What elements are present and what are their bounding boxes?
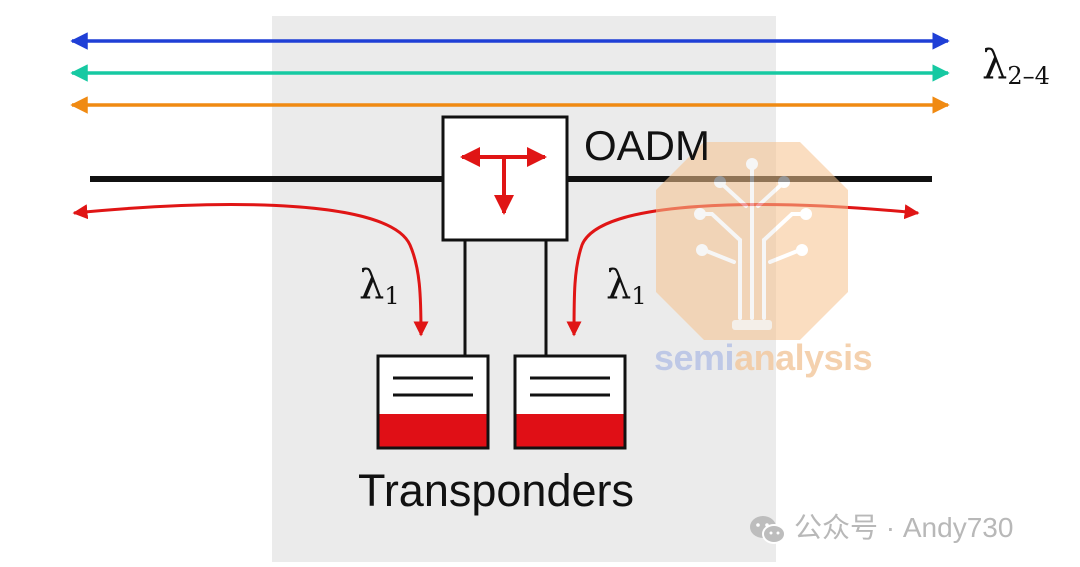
brand-watermark: semianalysis [654, 337, 873, 379]
lambda-through-label: λ2–4 [982, 42, 1050, 90]
oadm-box [441, 115, 569, 242]
lambda-drop-left-label: λ1 [359, 262, 400, 310]
lambda-subscript: 1 [384, 282, 400, 310]
semianalysis-logo-icon [656, 142, 848, 340]
brand-part-2: analysis [734, 337, 873, 378]
oadm-label: OADM [584, 122, 710, 169]
account-watermark: 公众号 · Andy730 [748, 506, 1013, 546]
transponder-2 [513, 354, 627, 450]
drop-path-left [72, 203, 429, 337]
wechat-icon [750, 515, 786, 544]
account-text: 公众号 · Andy730 [794, 512, 1014, 543]
lambda-symbol: λ [982, 42, 1008, 88]
brand-part-1: semi [654, 337, 735, 378]
lambda-symbol: λ [359, 262, 385, 308]
add-drop-symbol-icon [460, 147, 547, 215]
transponders-label: Transponders [358, 465, 634, 516]
transponder-1 [376, 354, 490, 450]
lambda-drop-right-label: λ1 [606, 262, 647, 310]
lambda-subscript: 1 [631, 282, 647, 310]
lambda-subscript: 2–4 [1007, 62, 1050, 90]
lambda-symbol: λ [606, 262, 632, 308]
